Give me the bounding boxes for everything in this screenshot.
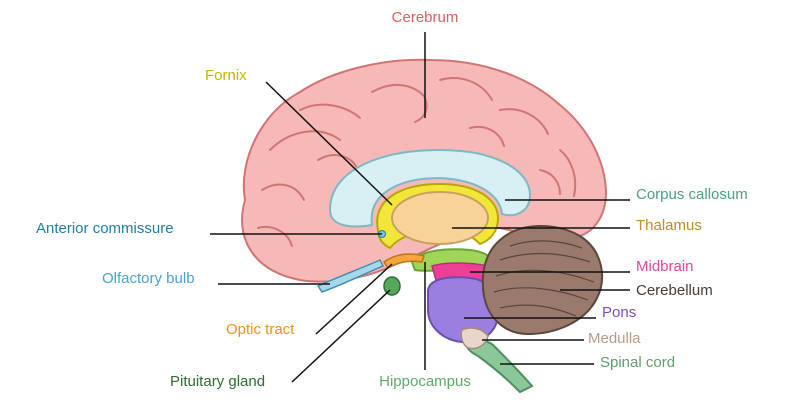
medulla-shape — [460, 327, 489, 350]
label-hippocampus: Hippocampus — [379, 373, 471, 390]
leader-pituitary-gland — [291, 289, 391, 383]
corpus-callosum-shape — [328, 148, 532, 228]
olfactory-bulb-shape — [316, 259, 385, 293]
cerebellum-shape — [481, 225, 604, 336]
optic-tract-shape — [382, 253, 425, 270]
leader-fornix — [265, 81, 393, 206]
label-medulla: Medulla — [588, 330, 641, 347]
label-spinal-cord: Spinal cord — [600, 354, 675, 371]
label-corpus-callosum: Corpus callosum — [636, 186, 748, 203]
label-fornix: Fornix — [205, 67, 247, 84]
label-anterior-commissure: Anterior commissure — [36, 220, 174, 237]
label-cerebellum: Cerebellum — [636, 282, 713, 299]
spinal-cord-shape — [464, 338, 534, 394]
thalamus-shape — [391, 191, 489, 245]
cerebellum-folia — [493, 240, 595, 317]
label-midbrain: Midbrain — [636, 258, 694, 275]
pituitary-gland-shape — [383, 276, 401, 296]
label-cerebrum: Cerebrum — [392, 9, 459, 26]
leader-lines — [210, 32, 630, 383]
label-pituitary-gland: Pituitary gland — [170, 373, 265, 390]
label-pons: Pons — [602, 304, 636, 321]
label-optic-tract: Optic tract — [226, 321, 295, 338]
leader-optic-tract — [315, 263, 393, 335]
label-thalamus: Thalamus — [636, 217, 702, 234]
label-olfactory-bulb: Olfactory bulb — [102, 270, 195, 287]
